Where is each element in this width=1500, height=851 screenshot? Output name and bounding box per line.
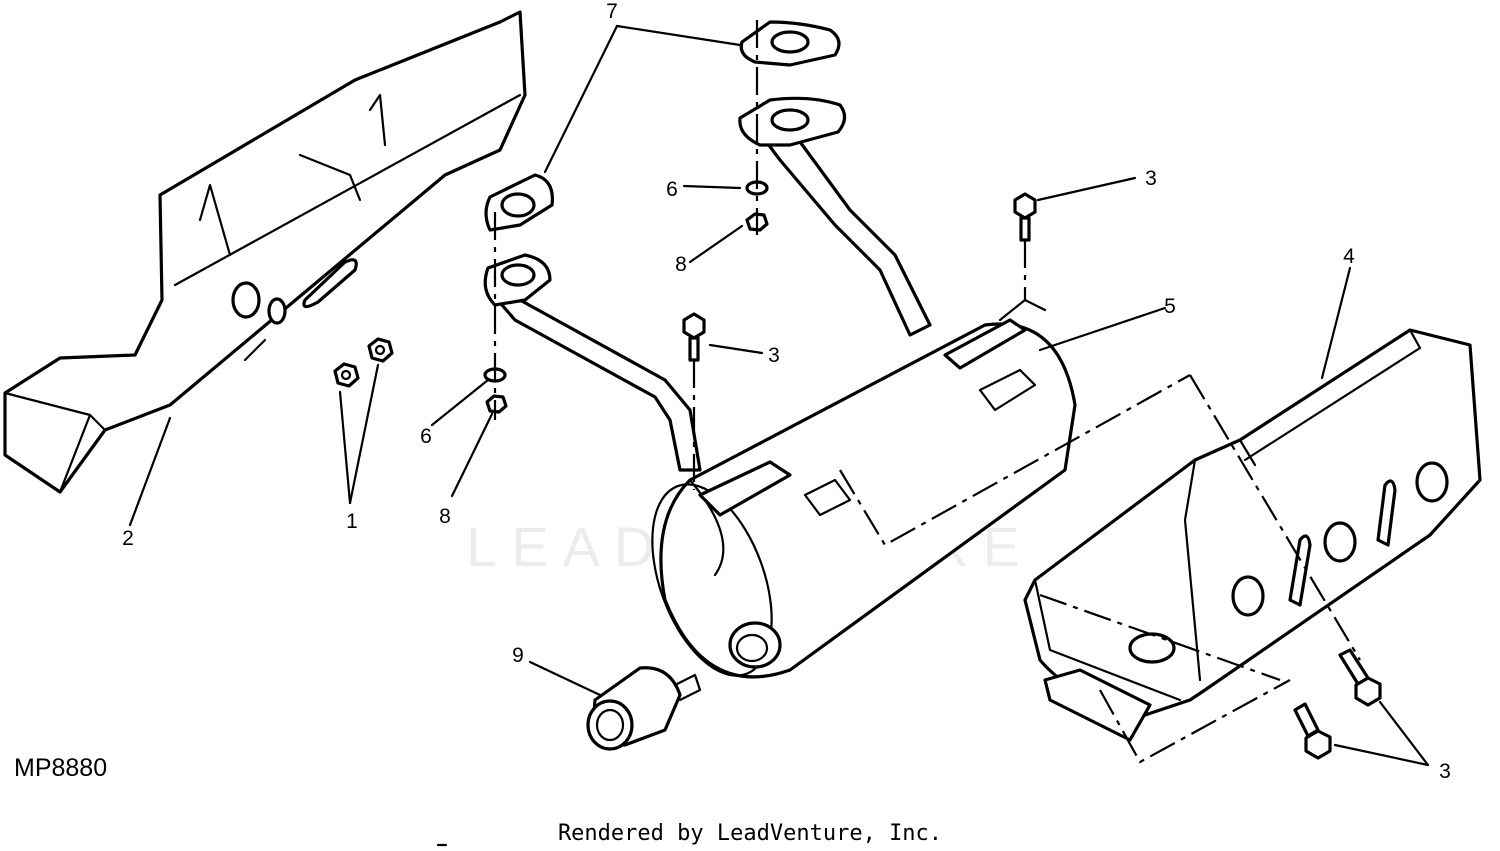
part-3-cap-screw-b[interactable] (682, 312, 706, 362)
part-1-nuts[interactable] (333, 337, 394, 388)
part-8-nut-left[interactable] (485, 394, 508, 414)
callout-6-a: 6 (666, 178, 678, 201)
leader-lines (128, 24, 1430, 767)
callout-6-b: 6 (420, 425, 432, 448)
part-3-cap-screw-d[interactable] (1293, 702, 1332, 760)
callout-9: 9 (512, 644, 524, 667)
callout-3-c: 3 (1439, 760, 1451, 783)
part-2-heat-shield[interactable] (3, 10, 527, 494)
figure-code: MP8880 (14, 754, 107, 782)
callout-4: 4 (1343, 245, 1355, 268)
callout-7: 7 (606, 0, 618, 23)
callout-1: 1 (346, 510, 358, 533)
callout-3-a: 3 (1145, 167, 1157, 190)
callout-8-b: 8 (439, 505, 451, 528)
part-9-spark-arrestor[interactable] (586, 666, 702, 751)
exhaust-pipe-right[interactable] (738, 96, 932, 337)
part-3-cap-screw-c[interactable] (1338, 648, 1382, 707)
footer-credit: Rendered by LeadVenture, Inc. (558, 821, 942, 846)
callout-8-a: 8 (675, 253, 687, 276)
callout-5: 5 (1164, 295, 1176, 318)
part-4-heat-shield[interactable] (1023, 328, 1482, 742)
part-3-cap-screw-a[interactable] (1013, 192, 1037, 242)
part-7-gasket-right[interactable] (739, 20, 841, 67)
callout-2: 2 (122, 527, 134, 550)
part-7-gasket-left[interactable] (484, 173, 554, 232)
callout-3-b: 3 (768, 344, 780, 367)
part-5-muffler[interactable] (629, 298, 1077, 692)
exhaust-pipe-left[interactable] (483, 253, 702, 472)
assembly-lines (493, 20, 1361, 764)
